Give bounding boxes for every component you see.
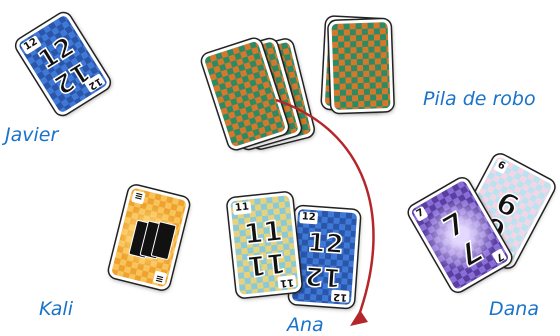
card-corner-value: 12 [299,211,318,224]
player-label-kali: Kali [39,298,73,320]
card-corner-value: 7 [413,206,428,222]
draw-pile[interactable] [200,14,400,164]
deal-arrow-head [350,310,368,326]
card-corner-value: 11 [277,275,296,289]
card-corner-symbol: ≡ [131,190,146,205]
player-label-javier: Javier [5,124,58,146]
cards-symbol-icon [128,216,177,266]
draw-pile-label: Pila de robo [423,88,536,110]
player-label-ana: Ana [287,314,324,336]
player-label-dana: Dana [489,298,539,320]
draw-pile-card [328,19,393,113]
card-corner-symbol: ≡ [152,270,167,285]
card-corner-value: 6 [493,159,508,175]
javier-card[interactable]: 12 12 12 12 [13,10,112,117]
card-corner-value: 11 [232,201,251,215]
card-corner-value: 12 [331,290,350,303]
card-center-value-inverted: 12 [293,259,354,293]
ana-card-right[interactable]: 12 12 12 12 [289,206,361,308]
kali-card[interactable]: ≡ ≡ [107,184,190,291]
card-center-value: 12 [295,227,356,261]
ana-card-left[interactable]: 11 11 11 11 [227,192,302,298]
